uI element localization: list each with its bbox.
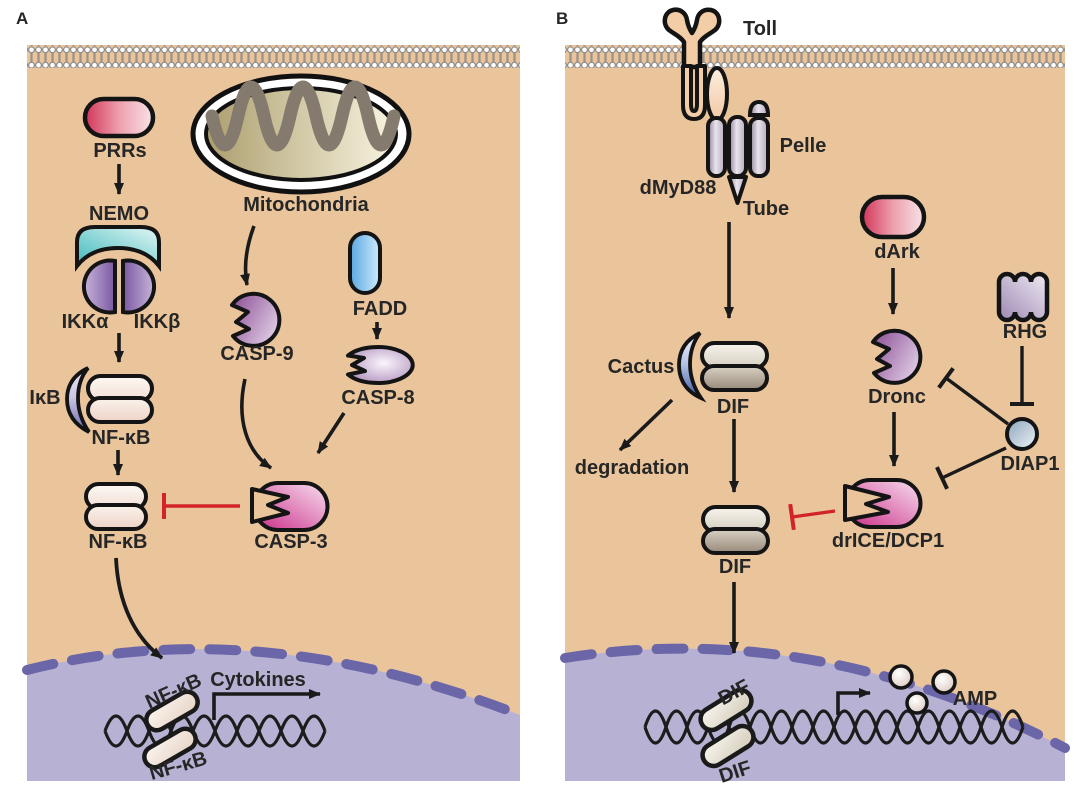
transcription-arrow-a <box>212 689 321 720</box>
arrow-casp8-casp3 <box>316 412 346 454</box>
nfkb-nucleus-dimer <box>142 689 200 770</box>
ikk-alpha-label: IKKα <box>62 311 109 333</box>
dif-nucleus-dimer <box>698 687 756 769</box>
nfkb-free-label: NF-κB <box>89 531 148 553</box>
amp-molecules <box>888 664 957 715</box>
casp9-node <box>230 291 282 348</box>
cell-membrane-b <box>565 45 1065 68</box>
nucleus-b <box>565 648 1065 781</box>
casp3-node <box>250 481 330 532</box>
ikk-complex-node <box>81 258 157 315</box>
tube-label: Tube <box>743 198 789 220</box>
arrow-nfkb-nucleus <box>114 557 164 660</box>
panel-b-letter: B <box>556 9 568 28</box>
pelle-node <box>748 116 770 178</box>
panel-a: A Cytokines NF-κB NF-κB PRRs NEMO <box>16 9 525 785</box>
diap1-node <box>1005 417 1039 451</box>
inhibition-diap1-drice <box>935 446 1007 490</box>
drice-label: drICE/DCP1 <box>832 530 944 552</box>
dif-free-node <box>701 505 770 555</box>
rhg-label: RHG <box>1003 321 1047 343</box>
dna-helix-a <box>103 714 327 748</box>
nemo-label: NEMO <box>89 203 149 225</box>
mitochondria-dna-squiggle <box>205 80 401 152</box>
rhg-node <box>996 271 1050 323</box>
panel-a-letter: A <box>16 9 28 28</box>
transcription-arrow-b <box>836 688 871 715</box>
mitochondria-label: Mitochondria <box>243 194 369 216</box>
toll-label: Toll <box>743 18 777 40</box>
ikb-node <box>65 366 91 434</box>
casp8-label: CASP-8 <box>341 387 414 409</box>
cactus-label: Cactus <box>608 356 675 378</box>
nuclear-envelope-a <box>22 644 525 720</box>
prrs-node <box>82 96 156 139</box>
tube-node <box>727 115 748 178</box>
nfkb-free-node <box>84 482 148 531</box>
inhibition-drice-dif <box>788 503 836 531</box>
nfkb-complex-node <box>86 374 154 424</box>
dark-label: dArk <box>874 241 920 263</box>
dmyd88-node <box>706 116 727 178</box>
diap1-label: DIAP1 <box>1001 453 1060 475</box>
degradation-label: degradation <box>575 457 689 479</box>
toll-receptor <box>662 7 722 121</box>
dronc-node <box>871 328 923 385</box>
tube-tip <box>727 175 748 205</box>
cytokines-label: Cytokines <box>210 669 306 691</box>
casp9-label: CASP-9 <box>220 343 293 365</box>
dmyd88-tube-pelle-complex <box>706 99 771 205</box>
arrow-cactus-degradation <box>618 398 674 452</box>
dark-node <box>859 194 927 240</box>
fadd-node <box>348 231 382 295</box>
fadd-label: FADD <box>353 298 407 320</box>
dif-complex-node <box>700 341 769 392</box>
cell-membrane-a <box>27 45 520 68</box>
prrs-label: PRRs <box>93 140 146 162</box>
drice-node <box>843 478 923 529</box>
toll-tir-domain <box>705 66 729 122</box>
ikb-label: IκB <box>29 387 60 409</box>
casp8-node <box>346 345 415 385</box>
pelle-label: Pelle <box>780 135 827 157</box>
arrow-mito-casp9 <box>240 225 256 286</box>
dif-free-label: DIF <box>719 556 751 578</box>
pelle-dome <box>747 99 771 117</box>
cactus-node <box>677 331 707 403</box>
dmyd88-label: dMyD88 <box>640 177 717 199</box>
panel-b: B AMP DIF DIF Toll <box>556 7 1070 788</box>
mitochondria-node <box>190 73 412 195</box>
inhibition-diap1-dronc <box>937 367 1010 426</box>
nemo-node <box>75 225 161 272</box>
ikk-beta-label: IKKβ <box>134 311 181 333</box>
casp3-label: CASP-3 <box>254 531 327 553</box>
nfkb-complex-label: NF-κB <box>92 427 151 449</box>
amp-label: AMP <box>953 688 997 710</box>
arrow-casp9-casp3 <box>240 378 273 470</box>
dif-complex-label: DIF <box>717 396 749 418</box>
dronc-label: Dronc <box>868 386 926 408</box>
